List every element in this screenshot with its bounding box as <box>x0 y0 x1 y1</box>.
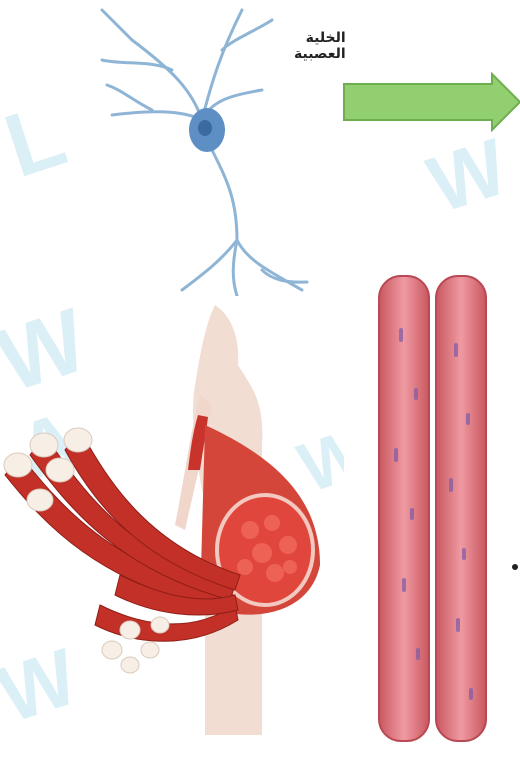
nucleus <box>198 120 212 136</box>
neuron-caption: الخلية العصبية <box>294 30 346 62</box>
muscle-fibers-illustration <box>344 248 514 748</box>
muscle-illustration <box>0 305 350 735</box>
fiber-panel <box>344 248 514 748</box>
right-arrow-icon <box>342 72 520 132</box>
watermark-letter: W <box>418 121 518 232</box>
muscle-fiber <box>436 276 486 741</box>
muscle-panel <box>0 305 350 735</box>
bullet-dot <box>512 564 518 570</box>
watermark-letter: L <box>0 84 78 199</box>
muscle-fiber <box>379 276 429 741</box>
neuron-panel: الخلية العصبية <box>72 0 342 296</box>
